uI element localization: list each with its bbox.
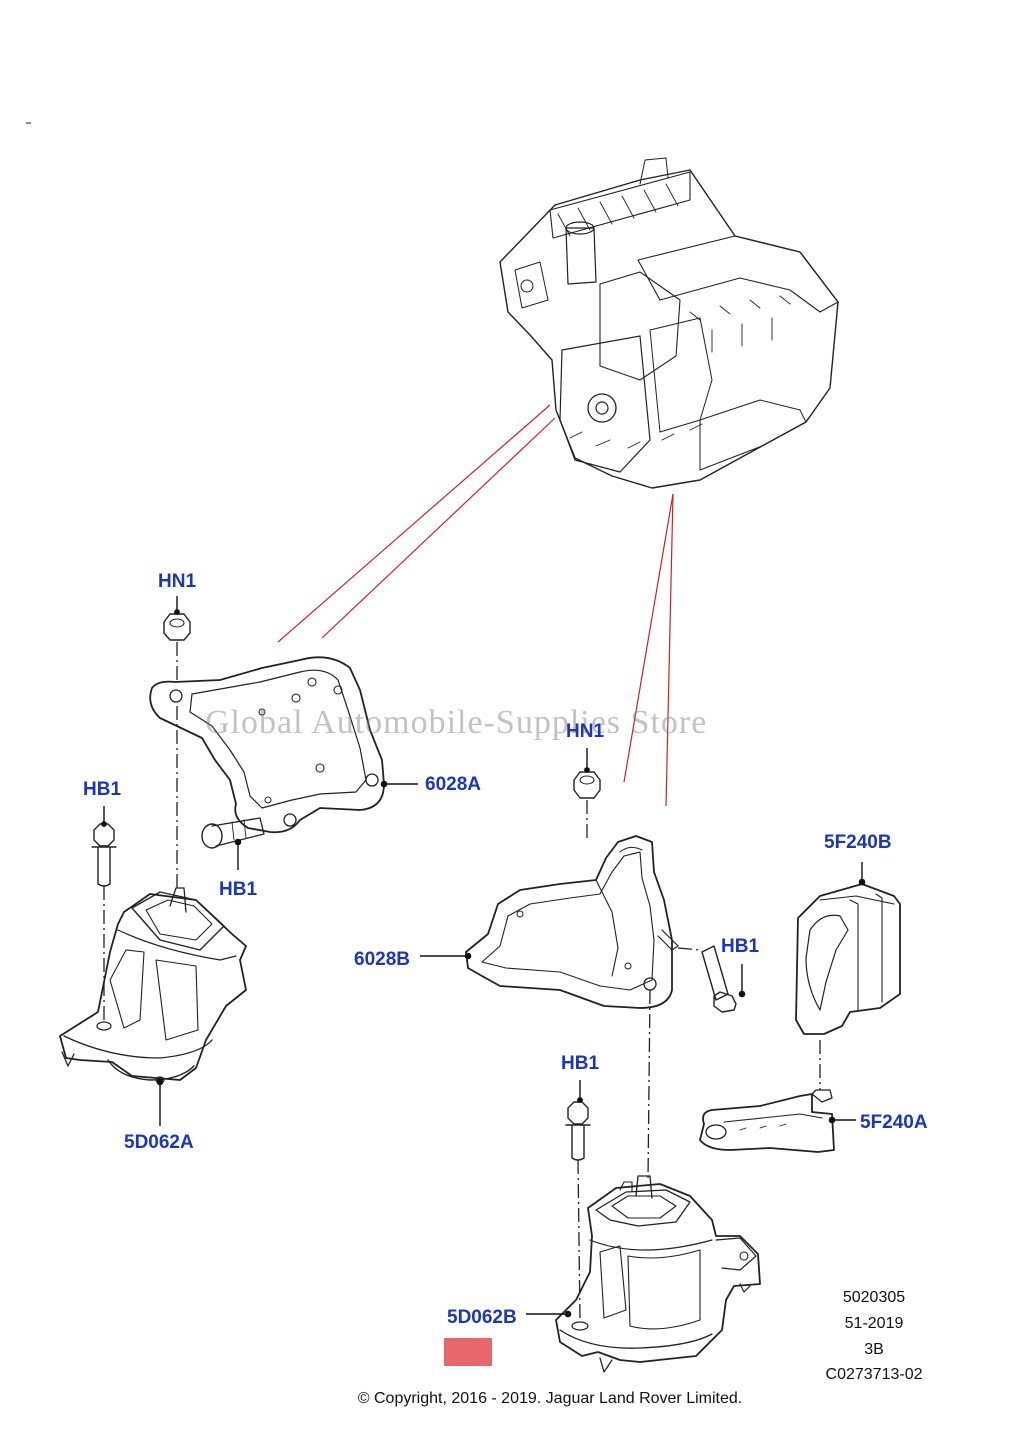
bracket-6028b: [465, 835, 679, 1009]
callout-hn1-left[interactable]: HN1: [158, 571, 197, 592]
callout-hb1-right-bracket[interactable]: HB1: [721, 936, 760, 957]
copyright-notice: © Copyright, 2016 - 2019. Jaguar Land Ro…: [0, 1390, 1024, 1408]
reference-line-4: C0273713-02: [825, 1366, 923, 1383]
watermark-text: Global Automobile-Supplies Store: [205, 704, 708, 741]
heat-shield-5f240b: [795, 883, 901, 1035]
reference-line-2: 51-2019: [844, 1315, 904, 1332]
nut-hn1-right: [573, 771, 601, 799]
callout-hb1-left-bracket[interactable]: HB1: [219, 879, 258, 900]
corner-mark: [26, 122, 31, 124]
reference-line-3: 3B: [864, 1341, 884, 1358]
callout-5f240a[interactable]: 5F240A: [860, 1112, 928, 1133]
bolt-hb1-left-vertical: [91, 823, 117, 887]
highlight-marker: [444, 1338, 492, 1366]
nut-hn1-left: [163, 613, 191, 641]
copyright-text: © Copyright, 2016 - 2019. Jaguar Land Ro…: [357, 1390, 743, 1407]
engine-mount-5d062a: [59, 887, 247, 1084]
reference-line-1: 5020305: [842, 1289, 906, 1306]
bolt-hb1-right-bracket: [701, 945, 737, 1013]
engine-mount-5d062b: [555, 1175, 761, 1373]
callout-6028a[interactable]: 6028A: [425, 774, 481, 795]
engine-block-illustration: [499, 157, 839, 489]
bolt-hb1-left-bracket: [201, 817, 265, 849]
assembly-centerlines: [103, 642, 821, 1321]
bracket-5f240a: [699, 1089, 835, 1153]
callout-5d062a[interactable]: 5D062A: [124, 1132, 194, 1153]
callout-hn1-right[interactable]: HN1: [566, 721, 605, 742]
bracket-6028a: [149, 656, 385, 834]
callout-hb1-left-vertical[interactable]: HB1: [83, 779, 122, 800]
bolt-hb1-right-vertical: [565, 1101, 591, 1161]
callout-leaders: [101, 596, 866, 1318]
callout-5f240b[interactable]: 5F240B: [824, 832, 892, 853]
callout-hb1-right-vertical[interactable]: HB1: [561, 1053, 600, 1074]
engine-leader-lines: [277, 404, 674, 807]
callout-6028b[interactable]: 6028B: [354, 949, 410, 970]
callout-5d062b[interactable]: 5D062B: [447, 1307, 517, 1328]
